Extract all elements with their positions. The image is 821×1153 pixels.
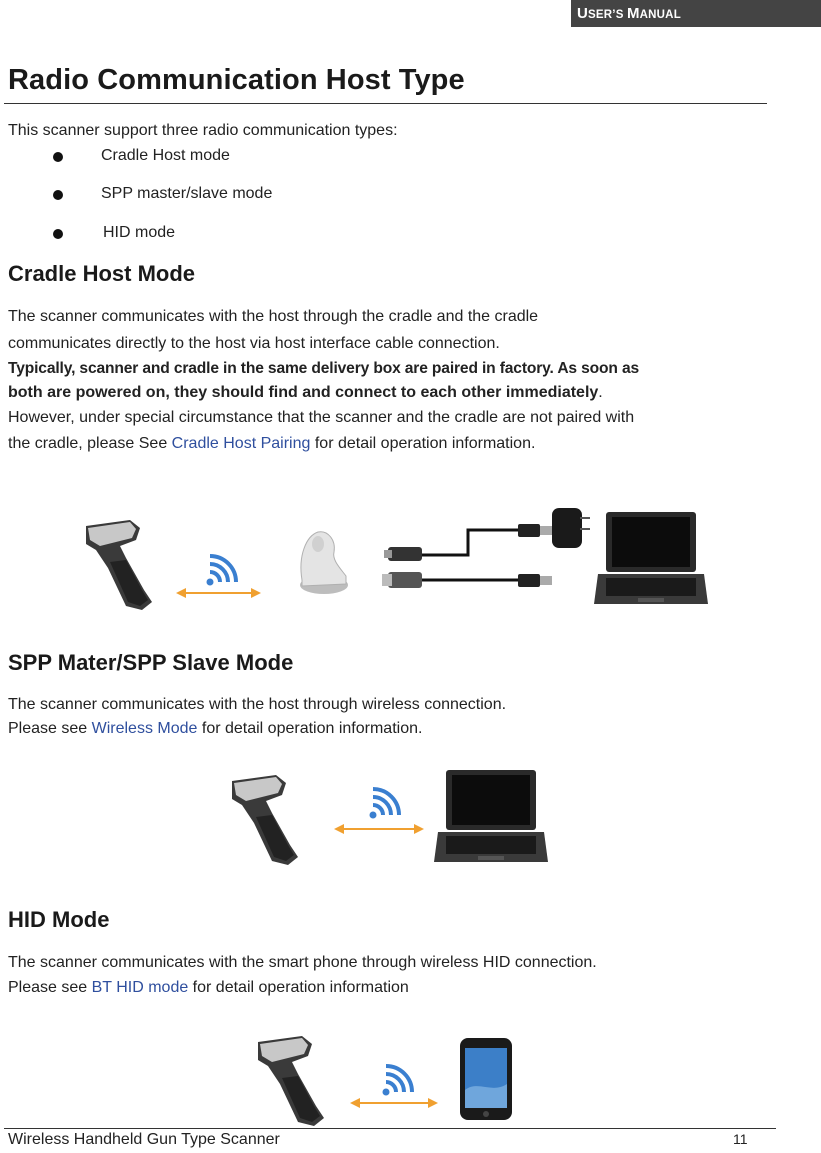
- title-divider: [4, 103, 767, 104]
- manual-header-badge: USER’S MANUAL: [571, 0, 821, 27]
- footer-divider: [4, 1128, 776, 1129]
- cradle-bold-line: both are powered on, they should find an…: [8, 384, 603, 401]
- bullet-dot-icon: [53, 152, 63, 162]
- bullet-dot-icon: [53, 229, 63, 239]
- barcode-scanner-icon: [258, 1036, 324, 1126]
- bidirectional-arrow-icon: [176, 588, 261, 598]
- laptop-icon: [594, 512, 708, 604]
- page-title: Radio Communication Host Type: [8, 64, 465, 96]
- laptop-icon: [434, 770, 548, 862]
- barcode-scanner-icon: [86, 520, 152, 610]
- wireless-signal-icon: [204, 554, 238, 588]
- power-adapter-icon: [552, 508, 590, 548]
- barcode-scanner-icon: [232, 775, 298, 865]
- cradle-paragraph-line: The scanner communicates with the host t…: [8, 308, 539, 325]
- wireless-signal-icon: [380, 1064, 414, 1098]
- bt-hid-mode-link[interactable]: BT HID mode: [91, 979, 189, 996]
- bidirectional-arrow-icon: [334, 824, 424, 834]
- wireless-signal-icon: [367, 787, 401, 821]
- cradle-paragraph-line: the cradle, please See Cradle Host Pairi…: [8, 435, 536, 452]
- intro-text: This scanner support three radio communi…: [8, 122, 398, 139]
- cradle-bold-line: Typically, scanner and cradle in the sam…: [8, 360, 640, 377]
- footer-product-name: Wireless Handheld Gun Type Scanner: [8, 1131, 280, 1148]
- bullet-dot-icon: [53, 190, 63, 200]
- cradle-paragraph-line: communicates directly to the host via ho…: [8, 335, 500, 352]
- page-number: 11: [733, 1131, 748, 1147]
- cradle-host-pairing-link[interactable]: Cradle Host Pairing: [171, 435, 311, 452]
- usb-cable-icon: [382, 524, 552, 588]
- smartphone-icon: [460, 1038, 512, 1120]
- section-heading-spp: SPP Mater/SPP Slave Mode: [8, 650, 294, 675]
- hid-paragraph-line: The scanner communicates with the smart …: [8, 954, 597, 971]
- hid-paragraph-line: Please see BT HID mode for detail operat…: [8, 979, 409, 996]
- spp-paragraph-line: The scanner communicates with the host t…: [8, 696, 507, 713]
- section-heading-hid: HID Mode: [8, 907, 110, 932]
- cradle-icon: [300, 531, 348, 594]
- section-heading-cradle: Cradle Host Mode: [8, 261, 196, 286]
- wireless-mode-link[interactable]: Wireless Mode: [91, 720, 198, 737]
- bidirectional-arrow-icon: [350, 1098, 438, 1108]
- cradle-paragraph-line: However, under special circumstance that…: [8, 409, 635, 426]
- spp-paragraph-line: Please see Wireless Mode for detail oper…: [8, 720, 423, 737]
